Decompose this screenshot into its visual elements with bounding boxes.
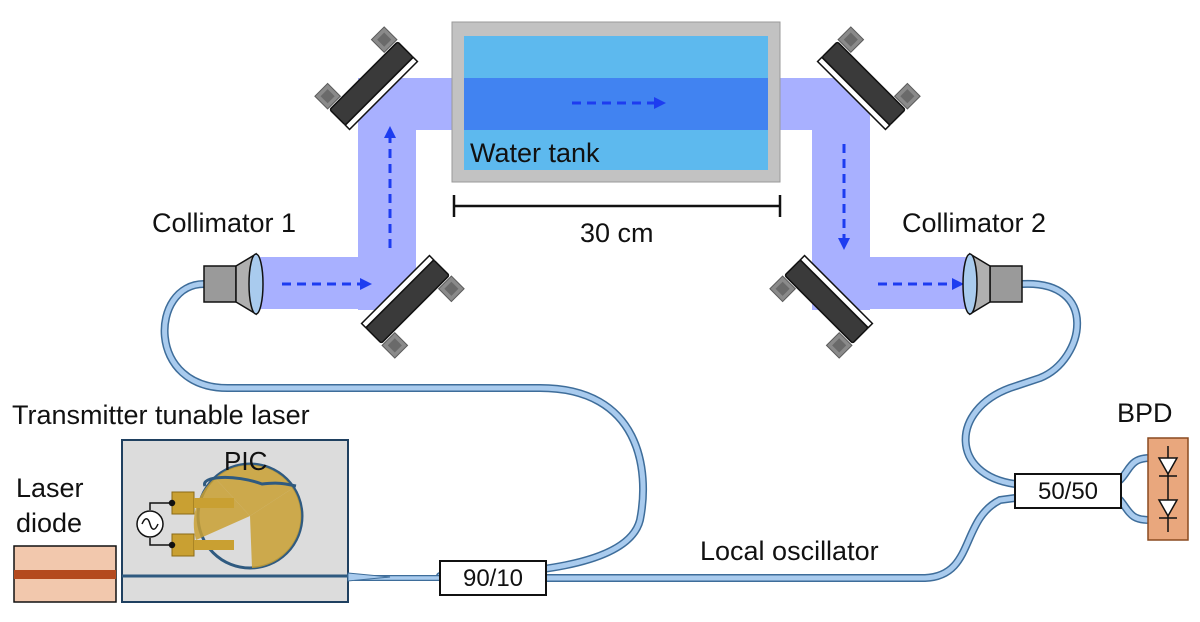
scale-bar (452, 195, 782, 217)
splitter-90-10 (439, 560, 547, 596)
transmitter-label: Transmitter tunable laser (12, 400, 310, 430)
mirror-bottom-right (769, 254, 874, 359)
collimator-1 (203, 252, 264, 316)
splitter-50-50 (1014, 473, 1122, 509)
photodiode-icon (1157, 446, 1179, 532)
mirror-top-right (816, 26, 921, 131)
ac-source-icon (136, 499, 176, 549)
beam-direction-arrows (282, 97, 964, 290)
water-tank-label: Water tank (470, 138, 600, 168)
collimator-2-label: Collimator 2 (902, 208, 1046, 238)
collimator-1-label: Collimator 1 (152, 208, 296, 238)
mirror-top-left (314, 26, 419, 131)
scale-bar-label: 30 cm (580, 218, 654, 248)
collimator-2 (962, 252, 1023, 316)
transmitter-module (121, 439, 391, 603)
laser-diode-label-line1: Laser (16, 473, 84, 503)
pic-label: PIC (224, 446, 267, 476)
local-oscillator-label: Local oscillator (700, 536, 879, 566)
laser-diode (13, 545, 117, 603)
optical-fibers (160, 279, 1154, 582)
splitter-90-10-label: 90/10 (463, 565, 523, 592)
mirror-bottom-left (360, 254, 465, 359)
laser-diode-label-line2: diode (16, 508, 82, 538)
bpd-label: BPD (1117, 398, 1173, 428)
balanced-photodetector (1147, 437, 1189, 541)
splitter-50-50-label: 50/50 (1038, 478, 1098, 505)
water-tank (451, 21, 781, 183)
